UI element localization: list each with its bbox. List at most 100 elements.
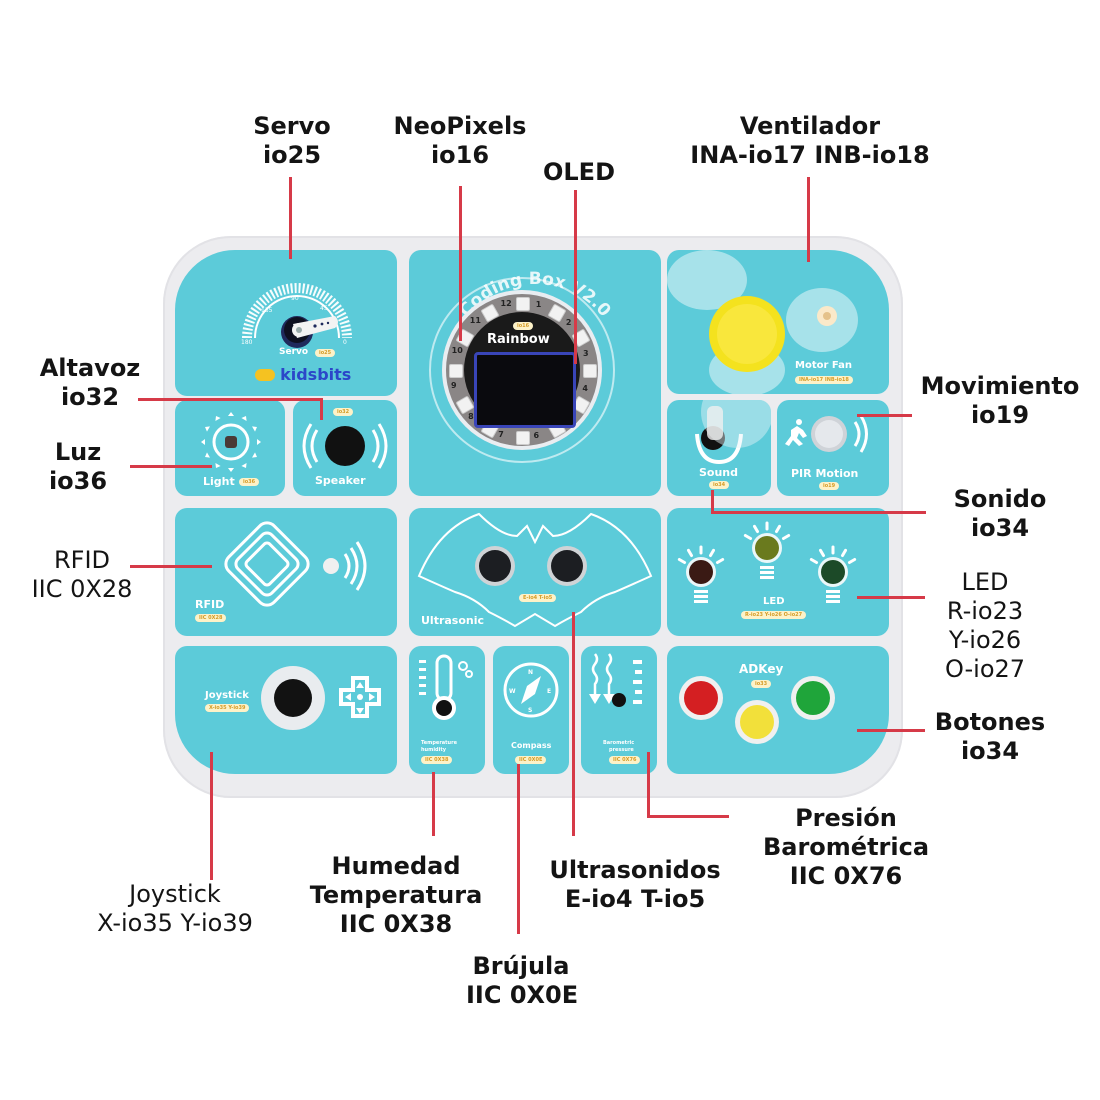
leader-brujula	[517, 764, 520, 934]
leader-presion-h	[647, 815, 729, 818]
neopixel-led	[516, 431, 530, 445]
pir-sensor-icon	[785, 415, 868, 453]
fan-blades-icon	[667, 250, 858, 394]
led-bulb	[809, 545, 857, 603]
barometric-title-2: pressure	[609, 747, 634, 753]
dial-tick-180: 180	[241, 339, 253, 346]
sun-ray	[205, 426, 210, 432]
leader-altavoz-h	[138, 398, 323, 401]
speaker-icon	[302, 423, 388, 469]
led-badge: R-io23 Y-io26 O-io27	[741, 611, 807, 619]
compass-s: S	[528, 707, 532, 714]
leader-ultrasonidos	[572, 612, 575, 836]
thermometer-icon	[419, 654, 473, 720]
joystick-title: Joystick	[205, 690, 249, 701]
servo-badge: io25	[315, 349, 336, 357]
speaker-badge: io32	[333, 408, 354, 416]
bat-ultrasonic-icon	[417, 512, 653, 628]
neopixel-oled-panel: Coding Box V2.0 121234567891011 io16 Rai…	[409, 250, 661, 496]
neopixel-number: 8	[468, 412, 474, 422]
temp-humidity-title-2: humidity	[421, 747, 446, 753]
oled-screen	[474, 352, 576, 428]
servo-title: Servo	[279, 347, 309, 357]
sound-panel: Sound io34	[667, 400, 771, 496]
ultrasonic-badge: E-io4 T-io5	[519, 594, 557, 602]
adkey-title: ADKey	[739, 662, 784, 676]
servo-dial-icon: 180 135 90 45 0	[241, 283, 352, 348]
compass-w: W	[509, 688, 516, 695]
pir-title: PIR Motion	[791, 467, 859, 480]
compass-e: E	[547, 688, 551, 695]
compass-icon: N E S W	[503, 662, 559, 718]
barometric-badge: IIC 0X76	[609, 756, 641, 764]
sun-light-icon	[201, 412, 261, 472]
compass-n: N	[528, 669, 533, 676]
sun-ray	[252, 426, 257, 432]
leader-servo	[289, 177, 292, 259]
light-title: Light	[203, 475, 235, 488]
sun-ray	[205, 452, 210, 458]
sun-ray	[228, 468, 234, 472]
led-bulbs-icon	[677, 521, 857, 603]
joystick-badge: X-io35 Y-io39	[205, 704, 250, 712]
leader-sonido-v	[711, 490, 714, 514]
neopixel-led	[516, 297, 530, 311]
dial-tick-45: 45	[320, 305, 328, 312]
rfid-icon	[224, 521, 367, 607]
red-button[interactable]	[684, 681, 718, 715]
neopixel-number: 2	[565, 317, 572, 327]
light-panel: Light io36	[175, 400, 285, 496]
leader-oled	[574, 190, 577, 364]
neopixel-led	[449, 364, 463, 378]
neopixel-badge: io16	[513, 322, 534, 330]
speaker-title: Speaker	[315, 474, 366, 487]
sun-ray	[257, 439, 261, 445]
leader-neopixels	[459, 186, 462, 341]
barometric-title-1: Barometric	[603, 740, 635, 746]
adkey-badge: io33	[751, 680, 772, 688]
neopixel-number: 10	[451, 346, 463, 356]
compass-panel: N E S W Compass IIC 0X0E	[493, 646, 569, 774]
led-bulb	[677, 545, 725, 603]
callout-oled: OLED	[542, 158, 615, 186]
adkey-panel: ADKey io33	[667, 646, 889, 774]
adkey-buttons	[679, 676, 835, 744]
neopixel-number: 12	[500, 299, 512, 309]
barometer-icon	[589, 653, 642, 707]
kidsbits-logo: kidsbits	[255, 364, 351, 384]
sun-ray	[215, 463, 221, 468]
neopixel-number: 9	[451, 381, 457, 391]
servo-panel: 180 135 90 45 0 Servo io25 kidsbits	[175, 250, 397, 396]
joystick-icon	[261, 666, 381, 730]
sun-ray	[228, 412, 234, 416]
neopixel-number: 7	[498, 430, 504, 440]
leader-sonido-h	[711, 511, 926, 514]
kidsbits-brand: kidsbits	[280, 365, 352, 384]
barometric-panel: Barometric pressure IIC 0X76	[581, 646, 657, 774]
yellow-button[interactable]	[740, 705, 774, 739]
neopixel-number: 11	[469, 316, 481, 326]
running-person-icon	[785, 419, 807, 446]
neopixel-number: 1	[535, 299, 542, 309]
sound-title: Sound	[699, 466, 739, 479]
sun-ray	[201, 439, 205, 445]
green-button[interactable]	[796, 681, 830, 715]
leader-altavoz-v	[320, 398, 323, 420]
neopixel-number: 6	[533, 430, 540, 440]
sun-ray	[241, 463, 247, 468]
led-panel: LED R-io23 Y-io26 O-io27	[667, 508, 889, 636]
ultrasonic-title: Ultrasonic	[421, 614, 485, 627]
sound-sensor-icon	[695, 400, 771, 465]
compass-title: Compass	[511, 741, 552, 750]
